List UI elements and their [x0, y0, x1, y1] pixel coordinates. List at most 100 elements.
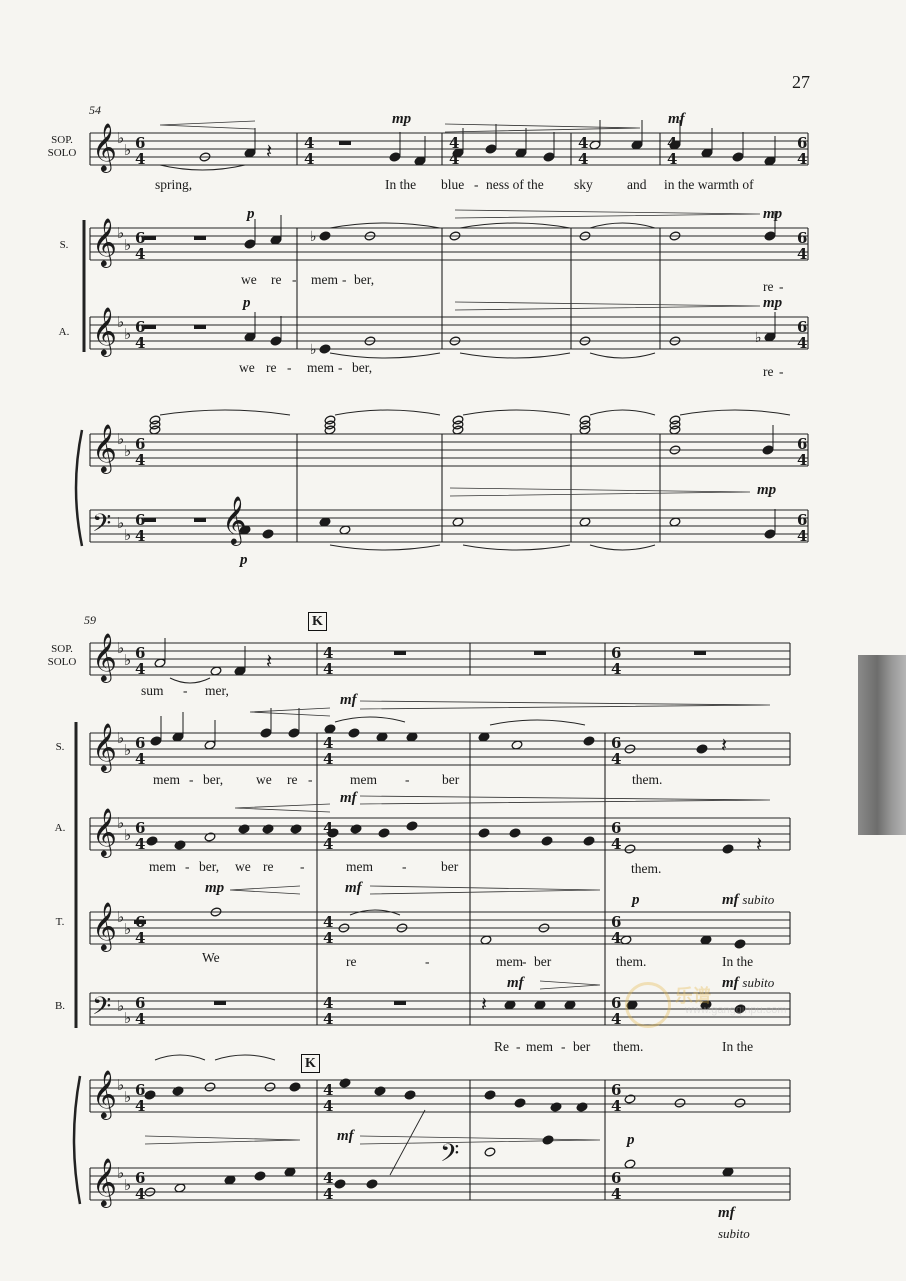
- lyric: we: [256, 772, 272, 787]
- piano-brace: [74, 429, 84, 547]
- note-head: [324, 724, 336, 734]
- time-signature: 4: [323, 913, 333, 931]
- lyric: -: [292, 272, 297, 287]
- label-alto: A.: [58, 326, 70, 338]
- lyric: mer,: [205, 683, 229, 698]
- time-signature: 6: [135, 644, 145, 662]
- note-head: [579, 231, 591, 241]
- key-flat-icon: ♭: [117, 1164, 124, 1182]
- note-head: [238, 824, 250, 834]
- note-head: [149, 420, 161, 430]
- note-head: [364, 336, 376, 346]
- label-sop-solo: SOP. SOLO: [47, 134, 77, 159]
- note-head: [624, 1159, 636, 1169]
- time-signature: 4: [135, 1097, 145, 1115]
- time-signature: 4: [135, 660, 145, 678]
- page-number: 27: [792, 72, 810, 92]
- dyn-alto-mp: mp: [763, 295, 783, 311]
- note-head: [264, 1082, 276, 1092]
- note-head: [449, 336, 461, 346]
- lyric: In the: [385, 177, 417, 192]
- decrescendo-hairpin: [359, 795, 771, 805]
- time-signature: 6: [611, 644, 621, 662]
- bass-clef-icon: 𝄢: [92, 992, 111, 1027]
- tie-slur: [334, 409, 441, 416]
- dyn-alto-p: p: [243, 295, 251, 311]
- decrescendo-hairpin: [144, 1135, 301, 1145]
- note-head: [764, 231, 776, 241]
- time-signature: 6: [135, 734, 145, 752]
- tie-slur: [459, 352, 571, 359]
- time-signature: 4: [323, 1081, 333, 1099]
- time-signature: 4: [449, 134, 459, 152]
- cross-staff-line: [389, 1109, 426, 1176]
- lyric: mem: [346, 859, 373, 874]
- time-signature: 4: [135, 929, 145, 947]
- lyric: mem: [149, 859, 176, 874]
- key-flat-icon: ♭: [124, 1176, 131, 1194]
- lyric: re: [263, 859, 274, 874]
- note-head: [484, 1147, 496, 1157]
- key-flat-icon: ♭: [117, 729, 124, 747]
- note-head: [734, 1098, 746, 1108]
- lyric: -: [405, 772, 410, 787]
- lyric: -: [779, 279, 784, 294]
- note-head: [452, 420, 464, 430]
- lyric: re: [763, 279, 774, 294]
- time-signature: 4: [611, 660, 621, 678]
- note-head: [509, 828, 521, 838]
- crescendo-hairpin: [229, 885, 301, 895]
- note-head: [485, 144, 497, 154]
- note-head: [150, 736, 162, 746]
- note-head: [144, 1090, 156, 1100]
- lyric: -: [425, 954, 430, 969]
- half-rest-icon: [394, 651, 406, 655]
- treble-clef-icon: 𝄞: [92, 306, 117, 357]
- key-flat-icon: ♭: [124, 1088, 131, 1106]
- quarter-rest-icon: 𝄽: [721, 733, 727, 757]
- note-head: [319, 231, 331, 241]
- key-flat-icon: ♭: [124, 1009, 131, 1027]
- note-head: [543, 152, 555, 162]
- crescendo-hairpin: [249, 707, 331, 717]
- note-head: [576, 1102, 588, 1112]
- dyn-tenor-p: p: [632, 892, 640, 908]
- time-signature: 4: [323, 819, 333, 837]
- key-flat-icon: ♭: [117, 1076, 124, 1094]
- note-head: [338, 923, 350, 933]
- note-head: [324, 420, 336, 430]
- note-head: [541, 836, 553, 846]
- tie-slur: [459, 222, 571, 229]
- lyric: we: [239, 360, 255, 375]
- lyric: -: [183, 683, 188, 698]
- lyric: ber,: [352, 360, 373, 375]
- note-head: [534, 1000, 546, 1010]
- tie-slur: [159, 164, 246, 171]
- quarter-rest-icon: 𝄽: [756, 832, 762, 856]
- dyn-bass-mf: mf: [507, 975, 524, 991]
- lyric: -: [189, 772, 194, 787]
- time-signature: 6: [611, 913, 621, 931]
- half-rest-icon: [214, 1001, 226, 1005]
- decrescendo-hairpin: [444, 123, 641, 133]
- note-head: [339, 525, 351, 535]
- time-signature: 4: [304, 150, 314, 168]
- note-head: [669, 425, 681, 435]
- tie-slur: [349, 909, 401, 916]
- watermark-url: www.gangqinpu.com: [685, 1004, 787, 1016]
- key-flat-icon: ♭: [117, 997, 124, 1015]
- lyric: re: [287, 772, 298, 787]
- note-head: [579, 415, 591, 425]
- label-soprano-2: S.: [55, 741, 65, 753]
- dyn-soprano-p: p: [247, 206, 255, 222]
- dyn-piano-mp: mp: [757, 482, 777, 498]
- note-head: [174, 1183, 186, 1193]
- treble-clef-icon: 𝄞: [92, 1157, 117, 1208]
- note-head: [669, 231, 681, 241]
- time-signature: 4: [135, 150, 145, 168]
- label-soprano: S.: [59, 239, 69, 251]
- time-signature: 6: [611, 1169, 621, 1187]
- tie-slur: [462, 544, 571, 551]
- half-rest-icon: [339, 141, 351, 145]
